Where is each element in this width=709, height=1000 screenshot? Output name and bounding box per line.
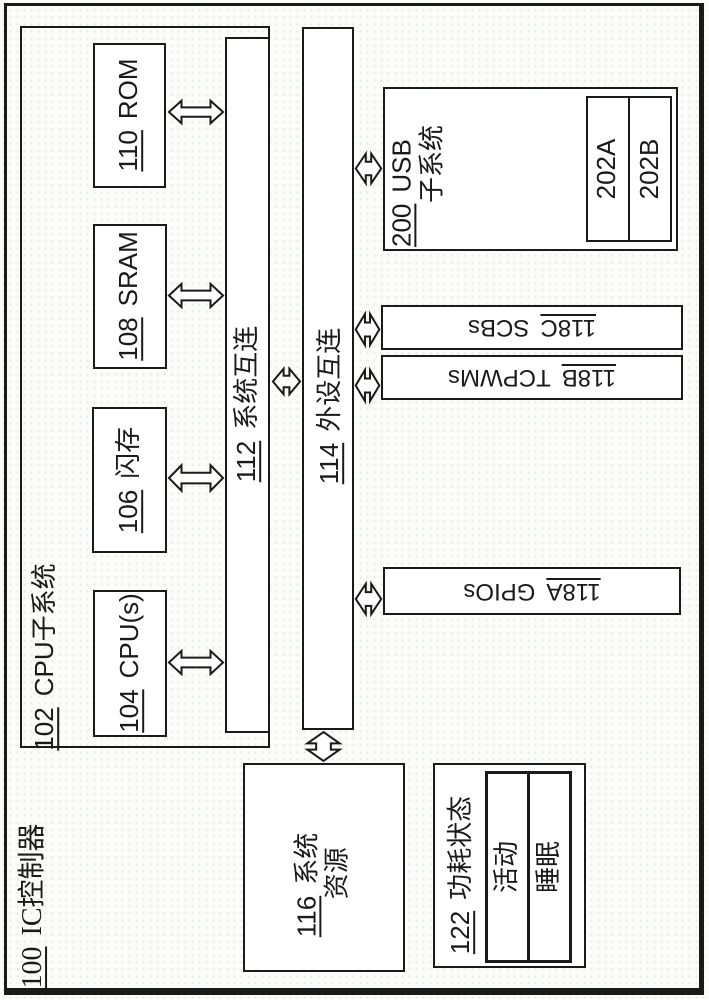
usb-subsystem-label: 200 USB 子系统 (386, 124, 446, 248)
power-states-ref-num: 122 (445, 910, 476, 955)
flash-text: 闪存 (113, 426, 144, 479)
tcpwm-ref-num: 118B (561, 364, 616, 391)
gpio-box (383, 567, 681, 615)
sram-ref-num: 108 (113, 317, 144, 361)
cpus-box (93, 590, 167, 737)
power-sleep-label: 睡眠 (533, 840, 564, 894)
system-resources-box (243, 763, 405, 972)
arrow-perint-tcpwm (354, 363, 381, 408)
scb-text: SCBs (468, 314, 530, 341)
tcpwm-box (381, 355, 683, 400)
rom-box (93, 43, 166, 188)
arrow-perint-usb (354, 147, 383, 190)
scb-label: 118C SCBs (468, 314, 596, 341)
cpu-subsystem-ref-num: 102 (29, 707, 60, 751)
peripheral-interconnect-label: 114 外设互连 (314, 327, 345, 485)
system-resources-text-line2: 资源 (321, 847, 351, 900)
gpio-label: 118A GPIOs (463, 578, 601, 605)
flash-box (92, 407, 167, 553)
gpio-text: GPIOs (463, 578, 536, 605)
cpu-subsystem-label: 102 CPU子系统 (29, 563, 60, 751)
usb-202a-label: 202A (591, 138, 622, 200)
outer-border (4, 3, 704, 995)
arrow-sram-sysint (167, 280, 225, 311)
system-interconnect-ref-num: 112 (231, 440, 262, 483)
tcpwm-label: 118B TCPWMs (448, 364, 616, 391)
gpio-ref-num: 118A (546, 578, 601, 605)
sram-text: SRAM (113, 231, 144, 307)
peripheral-interconnect-bar (302, 27, 354, 730)
system-interconnect-label: 112 系统互连 (231, 325, 262, 483)
arrow-rom-sysint (167, 97, 225, 127)
flash-label: 106 闪存 (113, 426, 144, 534)
arrow-flash-sysint (167, 461, 225, 495)
power-active-label: 活动 (491, 840, 522, 894)
usb-text-line2: 子系统 (416, 124, 446, 204)
ic-controller-text: IC控制器 (17, 823, 49, 936)
rom-ref-num: 110 (113, 130, 144, 172)
system-interconnect-text: 系统互连 (231, 325, 262, 430)
cpus-ref-num: 104 (114, 689, 145, 733)
scb-box (381, 305, 683, 350)
system-interconnect-bar (225, 37, 270, 733)
arrow-perint-scb (354, 307, 381, 352)
ic-controller-ref-num: 100 (17, 946, 49, 989)
rom-label: 110 ROM (113, 58, 144, 172)
system-resources-text-line1: 系统 (291, 832, 322, 885)
arrow-cpus-sysint (167, 647, 225, 678)
cpu-subsystem-text: CPU子系统 (29, 563, 60, 697)
usb-202b-label: 202B (634, 138, 665, 200)
cpus-label: 104 CPU(s) (114, 593, 145, 733)
usb-ref-num: 200 (386, 203, 417, 248)
power-states-text: 功耗状态 (445, 795, 476, 900)
arrow-sysint-perint (271, 363, 302, 400)
power-sleep-box (527, 771, 572, 963)
usb-202b-box (628, 96, 672, 242)
arrow-perint-sysres (300, 730, 347, 763)
cpus-text: CPU(s) (114, 593, 145, 679)
sram-box (93, 224, 167, 369)
scb-ref-num: 118C (540, 314, 596, 341)
system-resources-label: 116 系统 资源 (291, 832, 351, 938)
ic-controller-label: 100 IC控制器 (17, 823, 49, 988)
peripheral-interconnect-ref-num: 114 (314, 442, 345, 485)
sram-label: 108 SRAM (113, 231, 144, 361)
system-resources-ref-num: 116 (291, 895, 322, 938)
rom-text: ROM (113, 58, 144, 120)
flash-ref-num: 106 (113, 489, 144, 534)
usb-text-line1: USB (386, 139, 417, 193)
tcpwm-text: TCPWMs (448, 364, 551, 391)
arrow-perint-gpio (354, 577, 383, 621)
peripheral-interconnect-text: 外设互连 (314, 327, 345, 432)
power-states-label: 122 功耗状态 (445, 795, 476, 955)
